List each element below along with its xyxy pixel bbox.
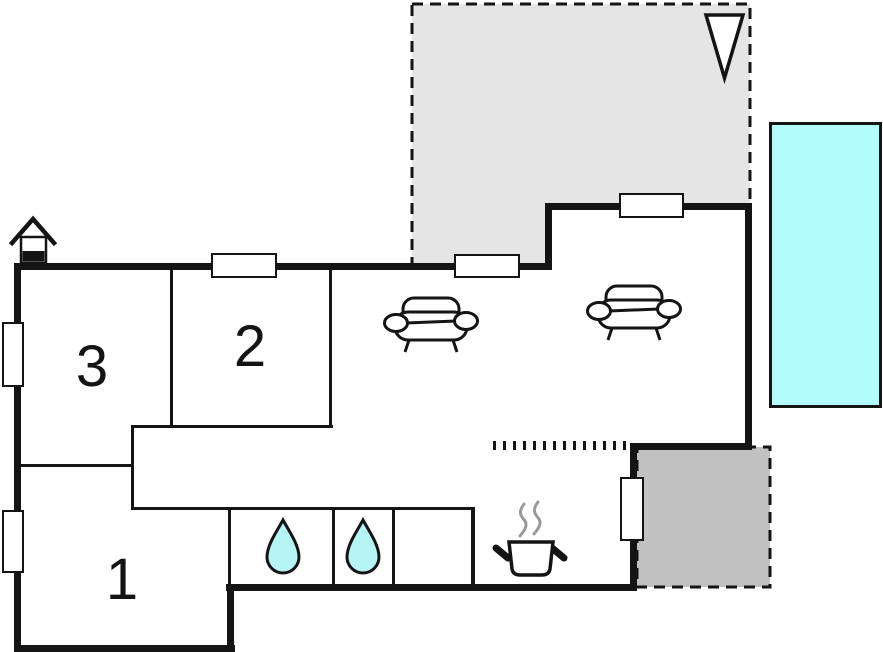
dotted-divider	[493, 441, 627, 450]
room-3-label: 3	[75, 334, 109, 399]
wall-south-main	[226, 584, 637, 591]
wall-hall-south	[131, 507, 475, 510]
stove-pot-icon	[492, 500, 568, 577]
wall-bedrooms-south	[131, 425, 333, 428]
wall-north-step	[545, 203, 552, 270]
wall-room1-east-lower	[227, 584, 234, 652]
water-drop-icon	[265, 516, 301, 575]
window-room2-north	[211, 253, 277, 278]
wall-room3-east	[170, 266, 173, 428]
swimming-pool	[769, 122, 882, 408]
water-drop-icon	[345, 516, 381, 575]
wall-north-west	[14, 263, 552, 270]
steam-icon	[532, 500, 542, 536]
north-arrow-icon	[703, 13, 746, 85]
wall-room3-south	[14, 464, 134, 467]
room-1-label: 1	[105, 547, 139, 612]
wall-west	[14, 263, 21, 652]
upper-terrace-area	[410, 2, 752, 268]
wall-hall-west	[131, 425, 134, 510]
wall-room1-south	[14, 645, 235, 652]
window-living-north-east	[619, 193, 684, 218]
window-living-north-west	[454, 254, 520, 278]
room-2-label: 2	[233, 314, 267, 379]
wall-bath-divider-1	[332, 507, 335, 584]
wall-east	[745, 203, 752, 450]
lower-terrace	[635, 445, 772, 589]
wall-kitchen-west	[471, 507, 475, 584]
window-room1	[2, 510, 24, 573]
steam-icon	[518, 502, 528, 538]
lower-terrace-area	[635, 445, 772, 589]
window-kitchen-east	[620, 477, 644, 541]
wall-room2-east	[329, 266, 332, 428]
sofa-icon	[586, 284, 682, 341]
wall-bath-divider-2	[392, 507, 395, 584]
sofa-icon	[383, 296, 479, 353]
wall-terrace-top	[630, 443, 752, 450]
well-house-icon	[8, 215, 58, 265]
wall-room1-east-upper	[228, 507, 231, 584]
window-room3	[2, 322, 24, 387]
